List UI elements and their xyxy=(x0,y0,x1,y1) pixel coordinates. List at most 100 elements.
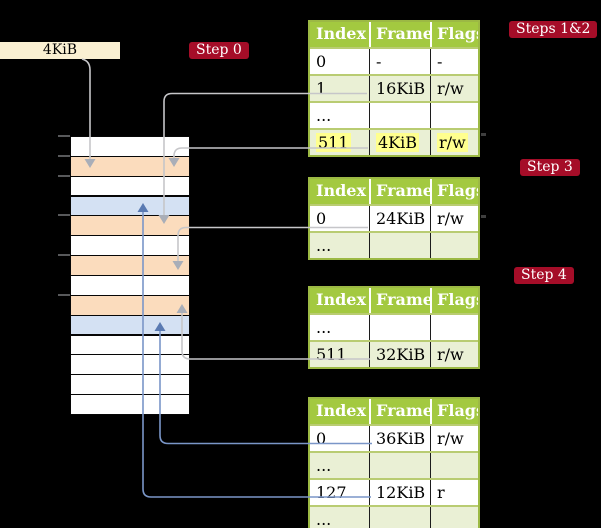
step-0-badge: Step 0 xyxy=(189,42,249,59)
stack-row xyxy=(70,235,190,257)
physical-memory-stack xyxy=(70,136,190,415)
table-cell xyxy=(369,103,430,128)
step-0-label: Step 0 xyxy=(196,42,242,58)
page-table-level4: IndexFrameFlags036KiBr/w...12712KiBr... xyxy=(308,397,480,528)
stack-row xyxy=(70,175,190,197)
table-header-cell: Index xyxy=(316,24,367,43)
table-cell xyxy=(430,103,478,128)
table-cell xyxy=(430,507,478,528)
stack-row xyxy=(70,255,190,276)
page-size-label: 4KiB xyxy=(42,42,78,58)
table-header-cell: Flags xyxy=(430,179,478,204)
stack-row xyxy=(70,195,190,217)
table-cell: ... xyxy=(316,456,332,475)
table-header-cell: Index xyxy=(316,181,367,200)
table-cell: 511 xyxy=(316,133,351,152)
table-header-row: IndexFrameFlags xyxy=(310,179,478,204)
table-header-cell: Frame xyxy=(369,179,430,204)
table-cell: - xyxy=(430,49,478,74)
table-header-row: IndexFrameFlags xyxy=(310,22,478,47)
table-header-row: IndexFrameFlags xyxy=(310,399,478,424)
table-cell: ... xyxy=(316,106,332,125)
steps-1-2-label: Steps 1&2 xyxy=(516,21,591,37)
steps-1-2-badge: Steps 1&2 xyxy=(509,21,598,38)
table-cell: 12KiB xyxy=(369,480,430,505)
step-3-badge: Step 3 xyxy=(520,159,580,176)
address-tick xyxy=(58,135,70,137)
table-cell xyxy=(369,507,430,528)
table-cell: 24KiB xyxy=(369,206,430,231)
stack-row xyxy=(70,274,190,296)
table-cell xyxy=(369,315,430,340)
table-row: ... xyxy=(310,101,478,128)
table-cell xyxy=(430,233,478,258)
address-tick xyxy=(58,174,70,177)
table-cell: 127 xyxy=(316,483,347,502)
table-cell: 36KiB xyxy=(369,426,430,451)
step-3-label: Step 3 xyxy=(527,159,573,175)
table-cell: r/w xyxy=(430,130,478,155)
stack-row xyxy=(70,394,190,415)
table-cell: r/w xyxy=(430,76,478,101)
table-cell: 0 xyxy=(316,429,327,448)
table-cell xyxy=(369,233,430,258)
table-header-cell: Frame xyxy=(369,22,430,47)
stack-row xyxy=(70,155,190,177)
table-cell: 32KiB xyxy=(369,342,430,367)
table-header-cell: Frame xyxy=(369,399,430,424)
table-header-cell: Flags xyxy=(430,22,478,47)
table-cell: ... xyxy=(316,236,332,255)
table-cell xyxy=(369,453,430,478)
table-cell: 0 xyxy=(316,52,327,71)
stack-row xyxy=(70,354,190,376)
table-cell: 1 xyxy=(316,79,327,98)
table-cell: r/w xyxy=(430,342,478,367)
table-row: ... xyxy=(310,313,478,340)
table-row: ... xyxy=(310,505,478,528)
table-header-row: IndexFrameFlags xyxy=(310,288,478,313)
address-tick xyxy=(58,214,70,217)
step-4-label: Step 4 xyxy=(521,267,567,283)
stack-row xyxy=(70,374,190,395)
table-row: ... xyxy=(310,231,478,258)
table-cell: r/w xyxy=(430,206,478,231)
address-tick xyxy=(58,293,70,296)
address-tick xyxy=(58,154,70,157)
page-table-level2: IndexFrameFlags 0 24KiBr/w... xyxy=(308,177,480,260)
table-cell: ... xyxy=(316,318,332,337)
table-cell xyxy=(430,315,478,340)
table-header-cell: Flags xyxy=(430,288,478,313)
table-cell: ... xyxy=(316,510,332,528)
table-row: 0 -- xyxy=(310,47,478,74)
stack-row xyxy=(70,314,190,336)
table-cell: 511 xyxy=(316,345,347,364)
stray-mark xyxy=(481,215,486,218)
table-header-cell: Flags xyxy=(430,399,478,424)
stack-row xyxy=(70,334,190,356)
stack-row xyxy=(70,294,190,316)
table-header-cell: Frame xyxy=(369,288,430,313)
table-header-cell: Index xyxy=(316,401,367,420)
table-header-cell: Index xyxy=(316,290,367,309)
table-cell: 0 xyxy=(316,209,327,228)
table-cell xyxy=(430,453,478,478)
table-cell: 4KiB xyxy=(369,130,430,155)
table-row: ... xyxy=(310,451,478,478)
table-cell: 16KiB xyxy=(369,76,430,101)
table-cell: - xyxy=(369,49,430,74)
table-cell: r/w xyxy=(430,426,478,451)
stray-mark xyxy=(481,133,486,136)
page-size-box: 4KiB xyxy=(0,42,120,59)
step-4-badge: Step 4 xyxy=(514,267,574,284)
stack-row xyxy=(70,136,190,157)
stack-row xyxy=(70,215,190,237)
